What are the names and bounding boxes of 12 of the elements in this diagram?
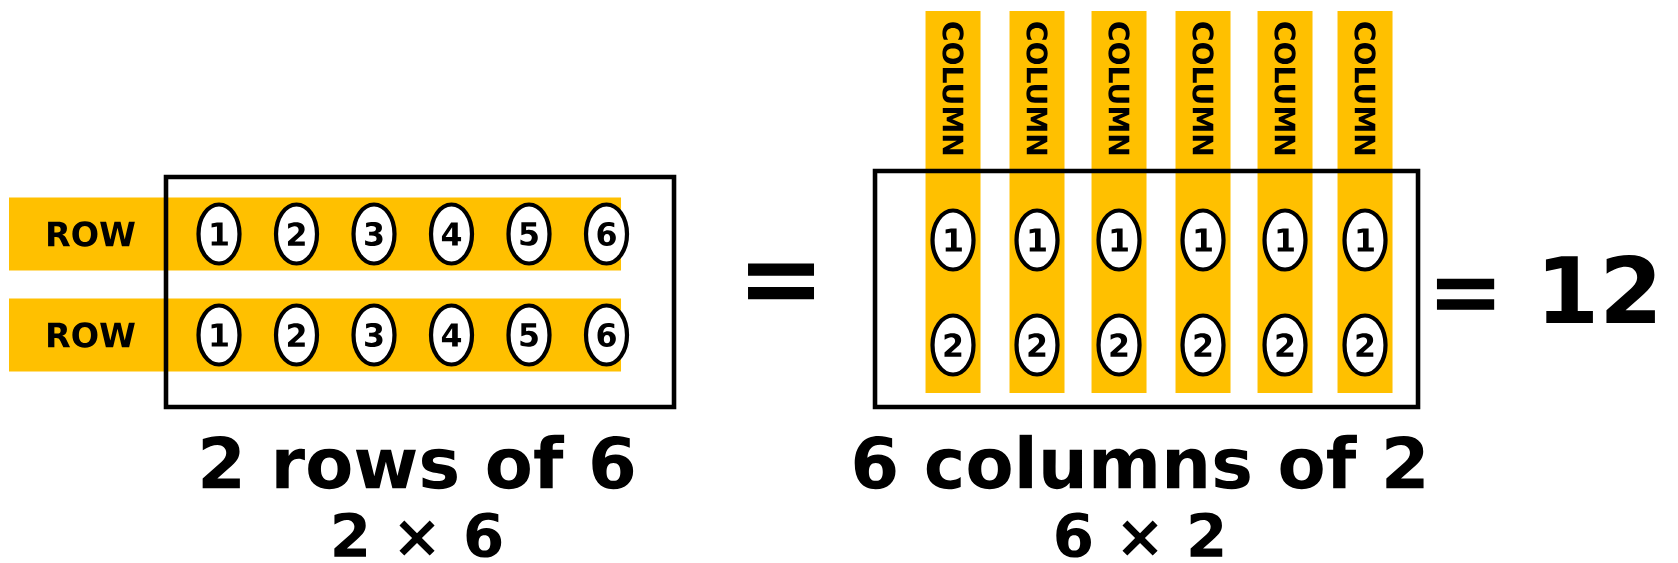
number-oval: 6 [583,202,630,266]
expression-text: 6 × 2 [1056,512,1223,558]
equals-sign: = [748,263,814,300]
number-oval: 6 [583,303,630,367]
number-oval: 2 [273,202,320,266]
caption-text: 2 rows of 6 [202,434,634,490]
expression-text: 2 × 6 [334,512,502,558]
number-oval: 4 [428,202,475,266]
caption-text: 6 columns of 2 [854,434,1424,490]
number-oval: 2 [273,303,320,367]
number-oval: 4 [428,303,475,367]
total-text: = 12 [1436,255,1655,323]
